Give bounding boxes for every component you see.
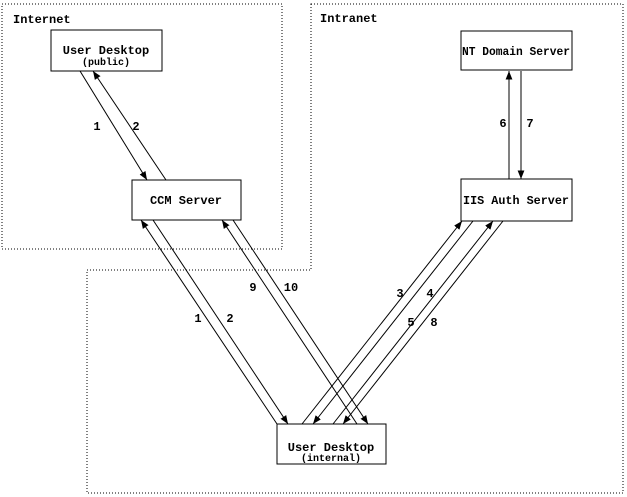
- edge-label: 8: [430, 316, 437, 330]
- iis-auth-server-title: IIS Auth Server: [463, 194, 569, 208]
- user-desktop-public-box: [50, 29, 163, 72]
- zone-intranet: Intranet: [86, 3, 624, 494]
- arrow-line: [312, 220, 474, 425]
- user-desktop-internal-box: [276, 423, 387, 465]
- user-desktop-internal-subtitle: (internal): [301, 453, 361, 465]
- arrow-line: [301, 220, 463, 425]
- ccm-server-title: CCM Server: [150, 194, 222, 208]
- edge-label: 2: [226, 312, 233, 326]
- edge-label: 5: [407, 316, 414, 330]
- arrow-line: [342, 220, 504, 425]
- edge-label: 2: [132, 120, 139, 134]
- edge-10-ccm-to-desktop-internal: 10: [232, 219, 369, 425]
- arrow-line: [152, 219, 289, 425]
- arrow-line: [221, 219, 358, 425]
- edge-label: 1: [93, 120, 100, 134]
- arrow-line: [232, 219, 369, 425]
- iis-auth-server-box: [460, 178, 573, 222]
- edge-label: 1: [194, 312, 201, 326]
- arrow-line: [92, 70, 167, 181]
- node-user-desktop-public: User Desktop (public): [50, 29, 163, 72]
- edge-3-desktop-internal-to-iis: 3: [301, 220, 463, 425]
- edge-1-desktop-internal-to-ccm: 1: [140, 219, 278, 425]
- node-user-desktop-internal: User Desktop (internal): [276, 423, 387, 465]
- edge-4-iis-to-desktop-internal: 4: [312, 220, 474, 425]
- edge-label: 7: [526, 117, 533, 131]
- edge-label: 9: [249, 281, 256, 295]
- edge-label: 3: [396, 287, 403, 301]
- user-desktop-public-subtitle: (public): [82, 57, 130, 69]
- arrow-line: [140, 219, 278, 425]
- internet-zone-outline: [1, 3, 283, 250]
- edge-2-ccm-to-desktop-public: 2: [92, 70, 167, 181]
- intranet-zone-label: Intranet: [320, 12, 378, 26]
- node-iis-auth-server: IIS Auth Server: [460, 178, 573, 222]
- zone-internet: Internet: [1, 3, 283, 250]
- edge-label: 6: [499, 117, 506, 131]
- intranet-zone-outline: [86, 3, 624, 494]
- node-ccm-server: CCM Server: [131, 179, 242, 221]
- nt-domain-server-box: [460, 30, 573, 71]
- nt-domain-server-title: NT Domain Server: [462, 45, 570, 59]
- arrow-line: [332, 220, 494, 425]
- arrow-line: [79, 70, 148, 181]
- internet-zone-label: Internet: [13, 13, 71, 27]
- edge-5-desktop-internal-to-iis: 5: [332, 220, 494, 425]
- edge-label: 10: [284, 281, 298, 295]
- edge-6-iis-to-nt-domain: 6: [499, 71, 513, 179]
- edge-1-desktop-public-to-ccm: 1: [79, 70, 148, 181]
- edge-9-desktop-internal-to-ccm: 9: [221, 219, 358, 425]
- edge-7-nt-domain-to-iis: 7: [517, 71, 534, 179]
- node-nt-domain-server: NT Domain Server: [460, 30, 573, 71]
- user-desktop-internal-title: User Desktop: [288, 441, 374, 455]
- ccm-server-box: [131, 179, 242, 221]
- edge-label: 4: [426, 287, 433, 301]
- edge-8-iis-to-desktop-internal: 8: [342, 220, 504, 425]
- edge-2-ccm-to-desktop-internal: 2: [152, 219, 289, 425]
- user-desktop-public-title: User Desktop: [63, 44, 149, 58]
